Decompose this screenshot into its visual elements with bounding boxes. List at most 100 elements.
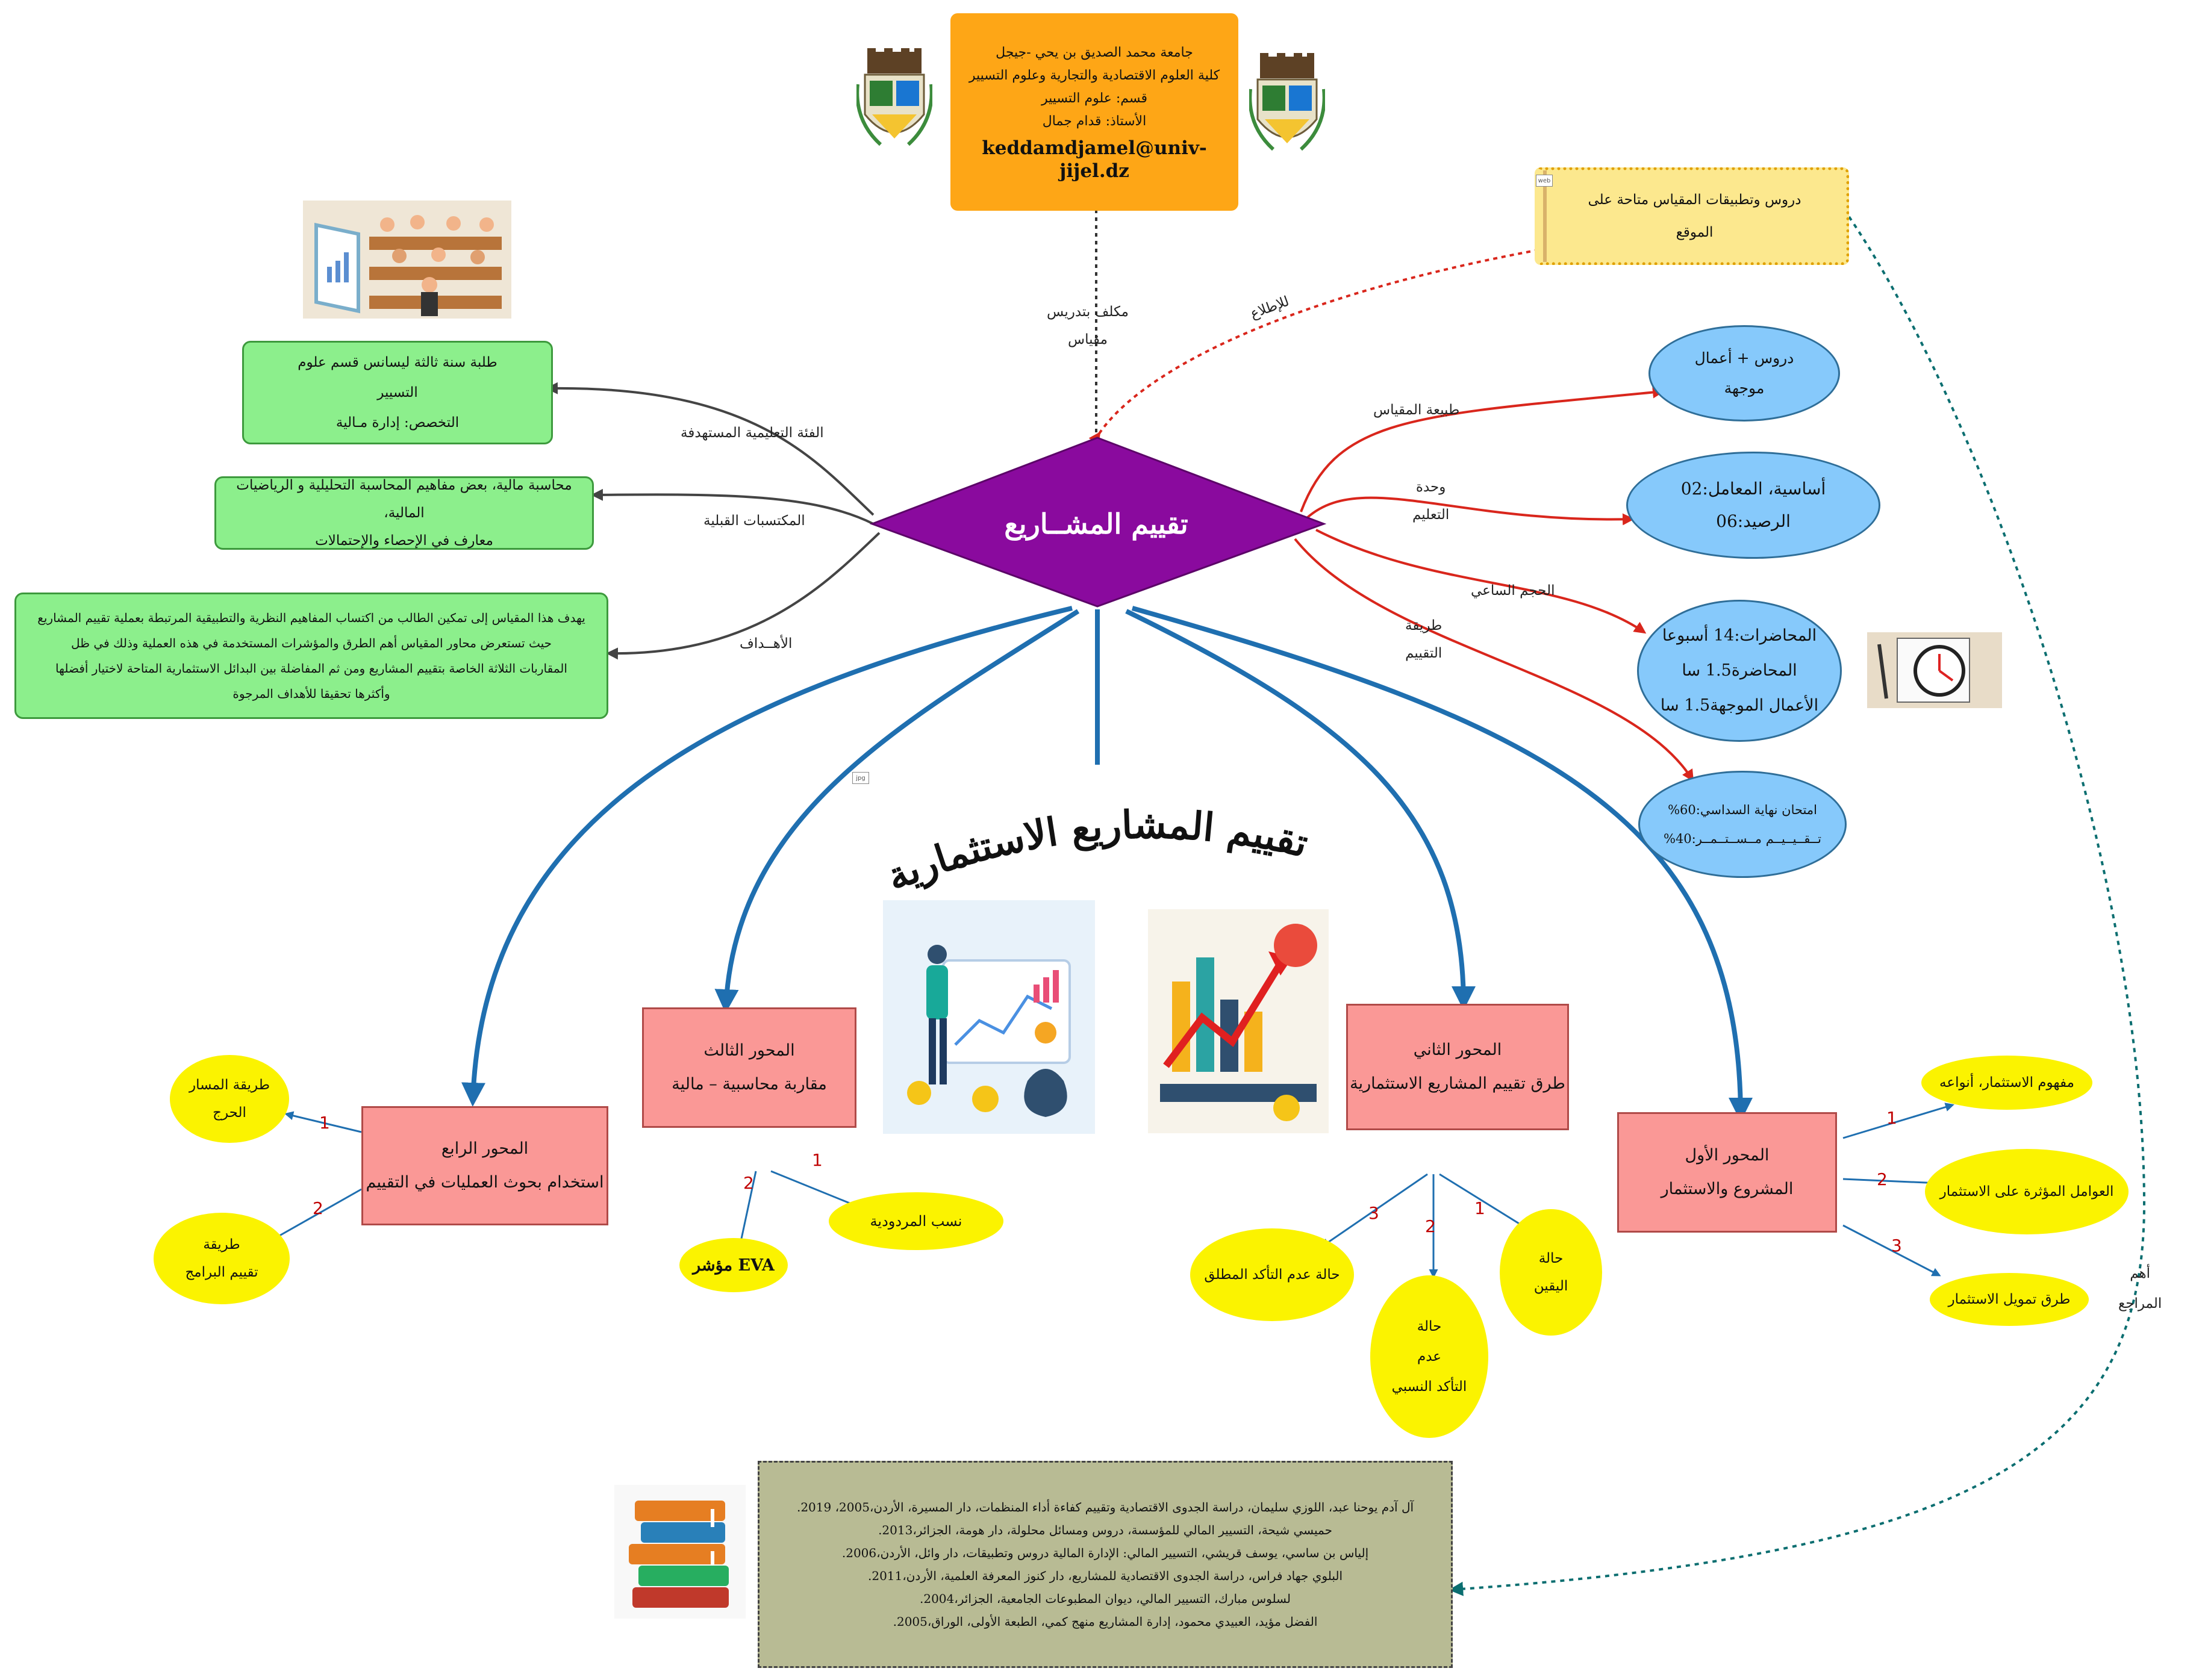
axis4-line: المحور الرابع: [441, 1139, 529, 1158]
header-line: كلية العلوم الاقتصادية والتجارية وعلوم ا…: [968, 68, 1220, 83]
axis3-box[interactable]: المحور الثالث مقاربة محاسبية – مالية: [642, 1007, 856, 1128]
axis2-item-line: حالة: [1538, 1251, 1564, 1266]
goals-box: يهدف هذا المقياس إلى تمكين الطالب من اكت…: [14, 593, 608, 719]
axis2-num: 2: [1425, 1216, 1436, 1236]
axis3-item[interactable]: EVA مؤشر: [679, 1238, 788, 1292]
header-line: قسم: علوم التسيير: [1041, 91, 1148, 106]
clock-illustration: [1867, 632, 2002, 708]
audience-label: الفئة التعليمية المستهدفة: [681, 425, 824, 441]
axis1-item[interactable]: مفهوم الاستثمار، أنواعه: [1921, 1056, 2092, 1110]
decor-title-text: تقييم المشاريع الاستثمارية: [881, 802, 1312, 900]
axis3-num: 1: [812, 1150, 823, 1170]
prereq-line: محاسبة مالية، بعض مفاهيم المحاسبة التحلي…: [236, 478, 572, 521]
reference-item[interactable]: الفضل مؤيد، العبيدي محمود، إدارة المشاري…: [893, 1614, 1318, 1629]
prereq-link: [591, 488, 874, 525]
eval-ellipse: امتحان نهاية السداسي:60% تــقــيــيــم م…: [1638, 771, 1847, 878]
axis1-num: 2: [1877, 1169, 1888, 1189]
goals-link: [606, 532, 881, 660]
reference-item[interactable]: إلياس بن ساسي، يوسف قريشي، التسيير المال…: [841, 1546, 1369, 1560]
axis1-box[interactable]: المحور الأول المشروع والاستثمار: [1617, 1112, 1837, 1233]
axis4-sub2: [269, 1188, 362, 1242]
axis1-line: المشروع والاستثمار: [1661, 1180, 1794, 1198]
axis3-link: [714, 609, 1080, 1013]
investment-growth-illustration: [1148, 909, 1329, 1133]
nature-line: موجهة: [1724, 379, 1765, 397]
axis4-sub1: [284, 1111, 362, 1133]
web-attachment-icon[interactable]: web: [1536, 175, 1553, 187]
axis2-num: 3: [1368, 1203, 1379, 1223]
axis4-item-line: طريقة المسار: [189, 1077, 270, 1093]
prereq-box: محاسبة مالية، بعض مفاهيم المحاسبة التحلي…: [214, 476, 594, 550]
image-attachment-icon[interactable]: jpg: [852, 772, 869, 784]
hours-line: الأعمال الموجهة1.5 سا: [1660, 696, 1819, 715]
prereq-label: المكتسبات القبلية: [703, 513, 805, 529]
axis4-box[interactable]: المحور الرابع استخدام بحوث العمليات في ا…: [361, 1106, 608, 1225]
website-note-line: دروس وتطبيقات المقياس متاحة على: [1588, 192, 1801, 208]
center-diamond: [869, 437, 1327, 608]
header-email[interactable]: keddamdjamel@univ-jijel.dz: [982, 137, 1207, 182]
audience-line: التسيير: [377, 385, 418, 400]
hours-ellipse: المحاضرات:14 أسبوعا المحاضرة1.5 سا الأعم…: [1637, 600, 1842, 742]
references-link: [1449, 216, 2146, 1596]
axis2-item-line: اليقين: [1533, 1278, 1568, 1294]
axis1-link: [1131, 606, 1753, 1122]
axis2-item-line: حالة عدم التأكد المطلق: [1204, 1267, 1340, 1283]
unit-line: الرصيد:06: [1716, 511, 1791, 531]
goals-line: المقاربات الثلاثة الخاصة بتقييم المشاريع…: [55, 661, 567, 676]
reference-item[interactable]: البلوي جهاد فراس، دراسة الجدوى الاقتصادي…: [868, 1569, 1343, 1583]
audience-box: طلبة سنة ثالثة ليسانس قسم علوم التسيير ا…: [242, 341, 553, 444]
university-crest-icon: [1249, 53, 1325, 151]
axis1-item[interactable]: العوامل المؤثرة على الاستثمار: [1925, 1149, 2129, 1234]
axis1-sub2: [1842, 1178, 1941, 1187]
header-line: الأستاذ: قدام جمال: [1042, 114, 1147, 129]
axis4-item[interactable]: طريقة المسار الحرج: [170, 1055, 289, 1143]
reference-item[interactable]: آل آدم يوحنا عبد، اللوزي سليمان، دراسة ا…: [796, 1500, 1414, 1514]
axis2-item[interactable]: حالة عدم التأكد النسبي: [1370, 1275, 1488, 1438]
hours-line: المحاضرات:14 أسبوعا: [1662, 626, 1817, 645]
website-note[interactable]: دروس وتطبيقات المقياس متاحة على الموقع: [1535, 167, 1849, 265]
top-link-line: مقياس: [1068, 332, 1108, 347]
university-header: جامعة محمد الصديق بن يحي -جيجل كلية العل…: [950, 13, 1238, 211]
eval-line: تــقــيــيــم مــســتــمــر:40%: [1663, 832, 1822, 846]
prereq-line: معارف في الإحصاء والإحتمالات: [315, 533, 493, 549]
axis4-item-line: تقييم البرامج: [185, 1265, 258, 1280]
nature-label: طبيعة المقياس: [1373, 402, 1460, 418]
references-side-line: أهم: [2130, 1266, 2151, 1281]
center-title[interactable]: تقييم المشــاريع: [1004, 508, 1188, 540]
eval-link: [1294, 538, 1694, 782]
reference-item[interactable]: لسلوس مبارك، التسيير المالي، ديوان المطب…: [920, 1591, 1291, 1606]
eval-line: امتحان نهاية السداسي:60%: [1668, 803, 1817, 817]
eval-label-line: طريقة: [1405, 618, 1443, 633]
axis4-item-line: الحرج: [213, 1105, 246, 1121]
decor-title: تقييم المشاريع الاستثمارية: [881, 802, 1312, 900]
eval-label: طريقة التقييم: [1405, 612, 1442, 667]
audience-link: [546, 382, 875, 516]
goals-label: الأهــداف: [740, 636, 793, 652]
axis2-item[interactable]: حالة اليقين: [1500, 1209, 1602, 1336]
books-illustration: [614, 1485, 746, 1619]
unit-link: [1306, 496, 1635, 526]
audience-line: التخصص: إدارة مـالية: [335, 415, 460, 431]
references-side-line: المراجع: [2118, 1296, 2162, 1311]
svg-text:تقييم المشاريع الاستثمارية: تقييم المشاريع الاستثمارية: [881, 802, 1312, 900]
top-link-line: مكلف بتدريس: [1047, 304, 1129, 320]
unit-label-line: التعليم: [1412, 507, 1450, 523]
axis1-item[interactable]: طرق تمويل الاستثمار: [1930, 1273, 2089, 1326]
axis4-item-line: طريقة: [203, 1237, 240, 1252]
axis2-line: المحور الثاني: [1413, 1041, 1502, 1059]
unit-label: وحدة التعليم: [1412, 473, 1449, 529]
axis2-line: طرق تقييم المشاريع الاستثمارية: [1350, 1074, 1565, 1093]
website-link: [1088, 249, 1539, 445]
eval-label-line: التقييم: [1405, 646, 1443, 661]
axis4-item[interactable]: طريقة تقييم البرامج: [154, 1213, 290, 1304]
nature-line: دروس + أعمال: [1694, 349, 1794, 367]
reference-item[interactable]: حميسي شيحة، التسيير المالي للمؤسسة، دروس…: [878, 1523, 1332, 1537]
axis1-num: 3: [1891, 1236, 1902, 1255]
axis1-num: 1: [1886, 1108, 1897, 1128]
axis2-box[interactable]: المحور الثاني طرق تقييم المشاريع الاستثم…: [1346, 1004, 1569, 1130]
university-crest-icon: [856, 48, 932, 146]
axis2-item[interactable]: حالة عدم التأكد المطلق: [1190, 1228, 1354, 1321]
axis2-item-line: عدم: [1417, 1349, 1442, 1364]
axis3-item[interactable]: نسب المردودية: [829, 1192, 1003, 1250]
